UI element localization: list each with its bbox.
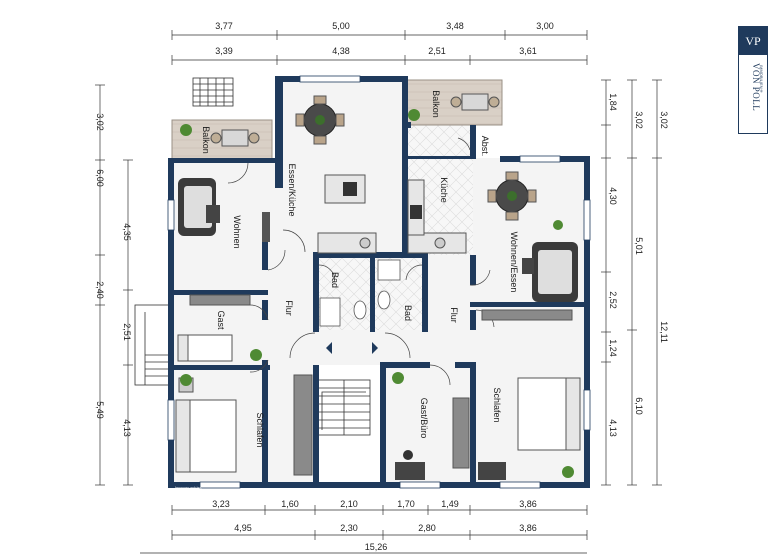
room-label-flur-right: Flur <box>449 307 459 323</box>
bathroom-fixtures <box>319 259 401 327</box>
dining-table-wohnen-essen <box>487 171 537 221</box>
room-label-balkon-right: Balkon <box>431 90 441 118</box>
dim-bottom-4: 1,70 <box>397 499 415 509</box>
dim-right-inner-3: 2,52 <box>608 291 618 309</box>
dim-right-mid-2: 5,01 <box>634 237 644 255</box>
kitchen-island <box>317 174 467 254</box>
dim-left-inner-2: 2,51 <box>122 323 132 341</box>
dim-top2-4: 3,61 <box>519 46 537 56</box>
plants <box>180 109 574 478</box>
dim-left-2: 6,00 <box>95 169 105 187</box>
dim-top-3: 3,48 <box>446 21 464 31</box>
dim-left-inner-1: 4,35 <box>122 223 132 241</box>
dim-left-4: 5,49 <box>95 401 105 419</box>
dim-bottom-3: 2,10 <box>340 499 358 509</box>
dim-top2-3: 2,51 <box>428 46 446 56</box>
room-label-abst: Abst. <box>480 136 490 157</box>
sofa-wohnen <box>178 178 270 242</box>
footer-credit: Immogrundriss <box>175 485 201 490</box>
dimension-lines-top <box>171 30 588 65</box>
dim-bottom-6: 3,86 <box>519 499 537 509</box>
wardrobe-schlafen-left <box>293 374 313 476</box>
dim-left-3: 2,40 <box>95 281 105 299</box>
dim-right-outer-1: 3,02 <box>659 111 669 129</box>
room-label-wohnen-essen: Wohnen/Essen <box>509 232 519 293</box>
dim-right-inner-2: 4,30 <box>608 187 618 205</box>
sideboard-schlafen-right <box>481 309 573 321</box>
room-label-bad-right: Bad <box>403 305 413 321</box>
sideboard-gast <box>189 294 251 306</box>
logo-monogram: VP <box>739 27 767 55</box>
dim-right-mid-3: 6,10 <box>634 397 644 415</box>
desk-gast-buero <box>395 450 506 480</box>
room-label-bad-left: Bad <box>330 272 340 288</box>
external-stairs-top <box>192 77 234 107</box>
bed-schlafen-right <box>517 377 581 451</box>
logo-brand: VON POLL <box>751 63 761 112</box>
floor-areas <box>172 80 587 485</box>
dimension-lines-bottom <box>140 505 588 554</box>
sofa-wohnen-essen <box>522 242 578 302</box>
dim-bottom-total: 15,26 <box>365 542 388 552</box>
dim-right-outer-2: 12,11 <box>659 321 669 343</box>
von-poll-logo: VP VON POLL IMMOBILIEN® <box>738 26 768 134</box>
bed-gast <box>177 334 233 362</box>
dim-bottom-1: 3,23 <box>212 499 230 509</box>
dim-right-mid-1: 3,02 <box>634 111 644 129</box>
dim-bottom-5: 1,49 <box>441 499 459 509</box>
staircase <box>317 379 371 436</box>
room-label-flur-left: Flur <box>284 300 294 316</box>
dim-bottom-2: 1,60 <box>281 499 299 509</box>
room-label-wohnen: Wohnen <box>232 215 242 248</box>
wardrobe-gast-buero <box>452 397 470 469</box>
dim-bottom2-2: 2,30 <box>340 523 358 533</box>
dim-top2-2: 4,38 <box>332 46 350 56</box>
dining-table-essen <box>295 95 345 145</box>
dim-right-inner-1: 1,84 <box>608 93 618 111</box>
dim-top2-1: 3,39 <box>215 46 233 56</box>
door-swings <box>227 137 495 386</box>
room-label-kueche: Küche <box>439 177 449 203</box>
balcony-table-right <box>450 93 500 111</box>
room-label-gast: Gast <box>216 310 226 330</box>
door-arrow-right <box>372 342 378 354</box>
logo-sub: IMMOBILIEN® <box>759 65 764 94</box>
external-stairs-left <box>134 304 173 386</box>
dimension-lines-right <box>601 79 662 486</box>
dim-top-4: 3,00 <box>536 21 554 31</box>
dim-bottom2-3: 2,80 <box>418 523 436 533</box>
room-label-schlafen-right: Schlafen <box>492 387 502 422</box>
dim-left-inner-3: 4,13 <box>122 419 132 437</box>
dim-bottom2-1: 4,95 <box>234 523 252 533</box>
door-arrow-left <box>326 342 332 354</box>
windows <box>167 75 591 489</box>
room-label-balkon-left: Balkon <box>201 126 211 154</box>
dimension-lines-left <box>95 84 133 486</box>
balcony-table-left <box>210 129 260 147</box>
dim-left-1: 3,02 <box>95 113 105 131</box>
room-label-gast-buero: Gast/Büro <box>419 398 429 439</box>
room-label-schlafen-left: Schlafen <box>255 412 265 447</box>
dim-top-1: 3,77 <box>215 21 233 31</box>
dim-right-inner-4: 1,24 <box>608 339 618 357</box>
dim-top-2: 5,00 <box>332 21 350 31</box>
room-label-essen-kueche: Essen/Küche <box>287 163 297 216</box>
dim-bottom2-4: 3,86 <box>519 523 537 533</box>
dim-right-inner-5: 4,13 <box>608 419 618 437</box>
